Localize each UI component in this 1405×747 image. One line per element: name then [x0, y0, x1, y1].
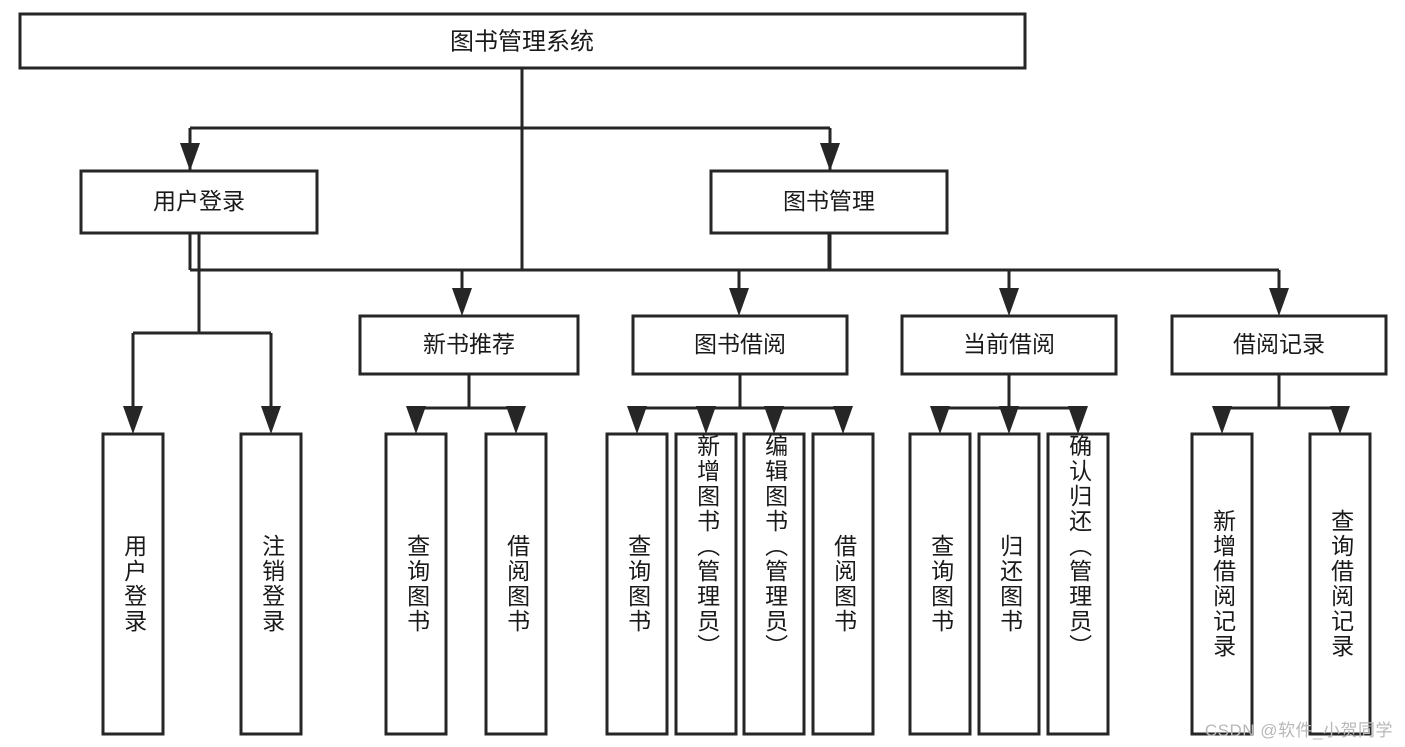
arrow-head-icon — [833, 406, 853, 434]
leaf-box-cb-confirm-return-admin[interactable] — [1046, 432, 1110, 736]
arrow-head-icon — [1068, 406, 1088, 434]
connector-root-stem — [180, 68, 840, 171]
arrow-head-icon — [452, 288, 472, 316]
node-borrow-record-label: 借阅记录 — [1233, 331, 1325, 357]
node-current-borrow[interactable]: 当前借阅 — [900, 314, 1118, 376]
node-root-label: 图书管理系统 — [450, 28, 594, 55]
leaf-box-bb-edit-book-admin[interactable] — [742, 432, 806, 736]
leaf-box-cb-query-book[interactable] — [908, 432, 972, 736]
connector-book-borrow-to-leaves — [627, 374, 853, 434]
arrow-head-icon — [820, 143, 840, 171]
node-borrow-record[interactable]: 借阅记录 — [1170, 314, 1388, 376]
leaf-box-cb-return-book[interactable] — [977, 432, 1041, 736]
arrow-head-icon — [764, 406, 784, 434]
node-user-login-label: 用户登录 — [153, 188, 245, 214]
leaf-box-bb-query-book[interactable] — [605, 432, 669, 736]
connector-borrow-record-to-leaves — [1212, 374, 1350, 434]
arrow-head-icon — [627, 406, 647, 434]
node-book-borrow-label: 图书借阅 — [694, 331, 786, 357]
arrow-head-icon — [999, 288, 1019, 316]
arrow-head-icon — [261, 406, 281, 434]
arrow-head-icon — [1212, 406, 1232, 434]
arrow-head-icon — [406, 406, 426, 434]
arrow-head-icon — [930, 406, 950, 434]
leaf-box-user-login[interactable] — [101, 432, 165, 736]
watermark: CSDN @软件_小贺同学 — [1204, 721, 1393, 740]
arrow-head-icon — [1330, 406, 1350, 434]
node-user-login[interactable]: 用户登录 — [79, 169, 319, 235]
node-root[interactable]: 图书管理系统 — [18, 12, 1027, 70]
connector-current-borrow-to-leaves — [930, 374, 1088, 434]
connector-book-management-to-level3 — [452, 233, 1289, 316]
arrow-head-icon — [729, 288, 749, 316]
node-current-borrow-label: 当前借阅 — [963, 331, 1055, 357]
connector-user-login-to-leaves — [123, 233, 281, 434]
node-book-management[interactable]: 图书管理 — [709, 169, 949, 235]
connector-new-book-recommend-to-leaves — [406, 374, 526, 434]
arrow-head-icon — [696, 406, 716, 434]
node-book-borrow[interactable]: 图书借阅 — [631, 314, 849, 376]
leaf-box-bb-borrow-book[interactable] — [811, 432, 875, 736]
leaf-box-bb-add-book-admin[interactable] — [674, 432, 738, 736]
leaf-box-nbr-borrow-book[interactable] — [484, 432, 548, 736]
leaf-box-br-add-record[interactable] — [1190, 432, 1254, 736]
arrow-head-icon — [506, 406, 526, 434]
arrow-head-icon — [999, 406, 1019, 434]
leaf-box-br-query-record[interactable] — [1308, 432, 1372, 736]
node-new-book-recommend[interactable]: 新书推荐 — [358, 314, 580, 376]
node-book-management-label: 图书管理 — [783, 188, 875, 214]
arrow-head-icon — [1269, 288, 1289, 316]
arrow-head-icon — [180, 143, 200, 171]
arrow-head-icon — [123, 406, 143, 434]
leaf-box-logout[interactable] — [239, 432, 303, 736]
leaf-box-nbr-query-book[interactable] — [384, 432, 448, 736]
node-new-book-recommend-label: 新书推荐 — [423, 331, 515, 357]
connector-root-to-level2 — [188, 68, 832, 272]
